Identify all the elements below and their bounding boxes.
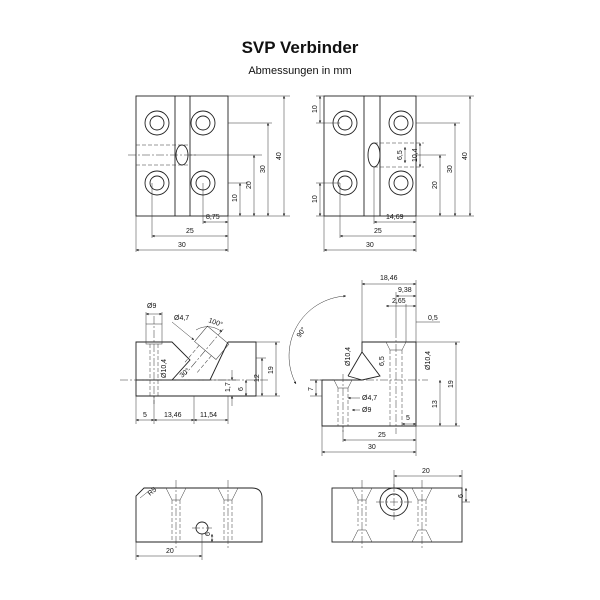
page-subtitle: Abmessungen in mm <box>248 65 352 77</box>
view-middle-left: Ø9 Ø4,7 100° 30° Ø10,4 5 13,46 11,54 1,7… <box>120 303 280 424</box>
dim-14-69: 14,69 <box>386 214 404 221</box>
dim-20: 20 <box>432 181 439 189</box>
dim-dia4-7: Ø4,7 <box>362 395 377 402</box>
dim-13: 13 <box>432 400 439 408</box>
dim-30: 30 <box>366 242 374 249</box>
dim-18-46: 18,46 <box>380 275 398 282</box>
dim-25: 25 <box>186 228 194 235</box>
dim-90deg: 90° <box>295 326 308 339</box>
dim-13-46: 13,46 <box>164 412 182 419</box>
dim-20: 20 <box>422 468 430 475</box>
dim-30deg: 30° <box>178 366 191 379</box>
view-bottom-left: R5 6 20 <box>135 480 263 560</box>
dim-7: 7 <box>308 387 315 391</box>
dim-5: 5 <box>406 415 410 422</box>
dim-2-65: 2,65 <box>392 298 406 305</box>
dim-0-5: 0,5 <box>428 315 438 322</box>
view-top-left: 8,75 25 30 10 20 30 40 <box>128 95 290 252</box>
dim-25: 25 <box>378 432 386 439</box>
dim-6-5: 6,5 <box>397 150 404 160</box>
dim-30: 30 <box>178 242 186 249</box>
dim-6: 6 <box>205 532 212 536</box>
dim-19: 19 <box>448 380 455 388</box>
dim-25: 25 <box>374 228 382 235</box>
dim-10: 10 <box>232 194 239 202</box>
dim-19: 19 <box>268 366 275 374</box>
dim-5: 5 <box>143 412 147 419</box>
dim-10-top: 10 <box>312 105 319 113</box>
dim-8-75: 8,75 <box>206 214 220 221</box>
dim-dia4-7: Ø4,7 <box>174 315 189 322</box>
dim-dia9: Ø9 <box>147 303 156 310</box>
dim-6-5: 6,5 <box>379 356 386 366</box>
dim-r5: R5 <box>147 486 158 497</box>
page-title: SVP Verbinder <box>241 38 359 57</box>
dim-10-bottom: 10 <box>312 195 319 203</box>
dim-9-38: 9,38 <box>398 287 412 294</box>
dim-12: 12 <box>254 374 261 382</box>
dim-dia10-4-right: Ø10,4 <box>425 351 432 370</box>
dim-6: 6 <box>458 494 465 498</box>
view-top-right: 10 10 14,69 25 30 6,5 10,4 20 30 40 <box>312 95 474 252</box>
dim-20: 20 <box>246 181 253 189</box>
dim-30-v: 30 <box>447 165 454 173</box>
dim-10-4: 10,4 <box>412 148 419 162</box>
dim-1-7: 1,7 <box>225 382 232 392</box>
dim-dia9: Ø9 <box>362 407 371 414</box>
dim-30: 30 <box>368 444 376 451</box>
dim-dia10-4-left: Ø10,4 <box>345 347 352 366</box>
dim-6: 6 <box>238 387 245 391</box>
dim-20: 20 <box>166 548 174 555</box>
dim-dia10-4: Ø10,4 <box>161 359 168 378</box>
dim-40: 40 <box>276 152 283 160</box>
dim-30-v: 30 <box>260 165 267 173</box>
dim-40: 40 <box>462 152 469 160</box>
view-bottom-right: 20 6 <box>331 468 470 548</box>
view-middle-right: 90° 18,46 9,38 2,65 0,5 Ø10,4 6,5 Ø10,4 … <box>288 275 460 456</box>
dim-11-54: 11,54 <box>200 412 217 419</box>
